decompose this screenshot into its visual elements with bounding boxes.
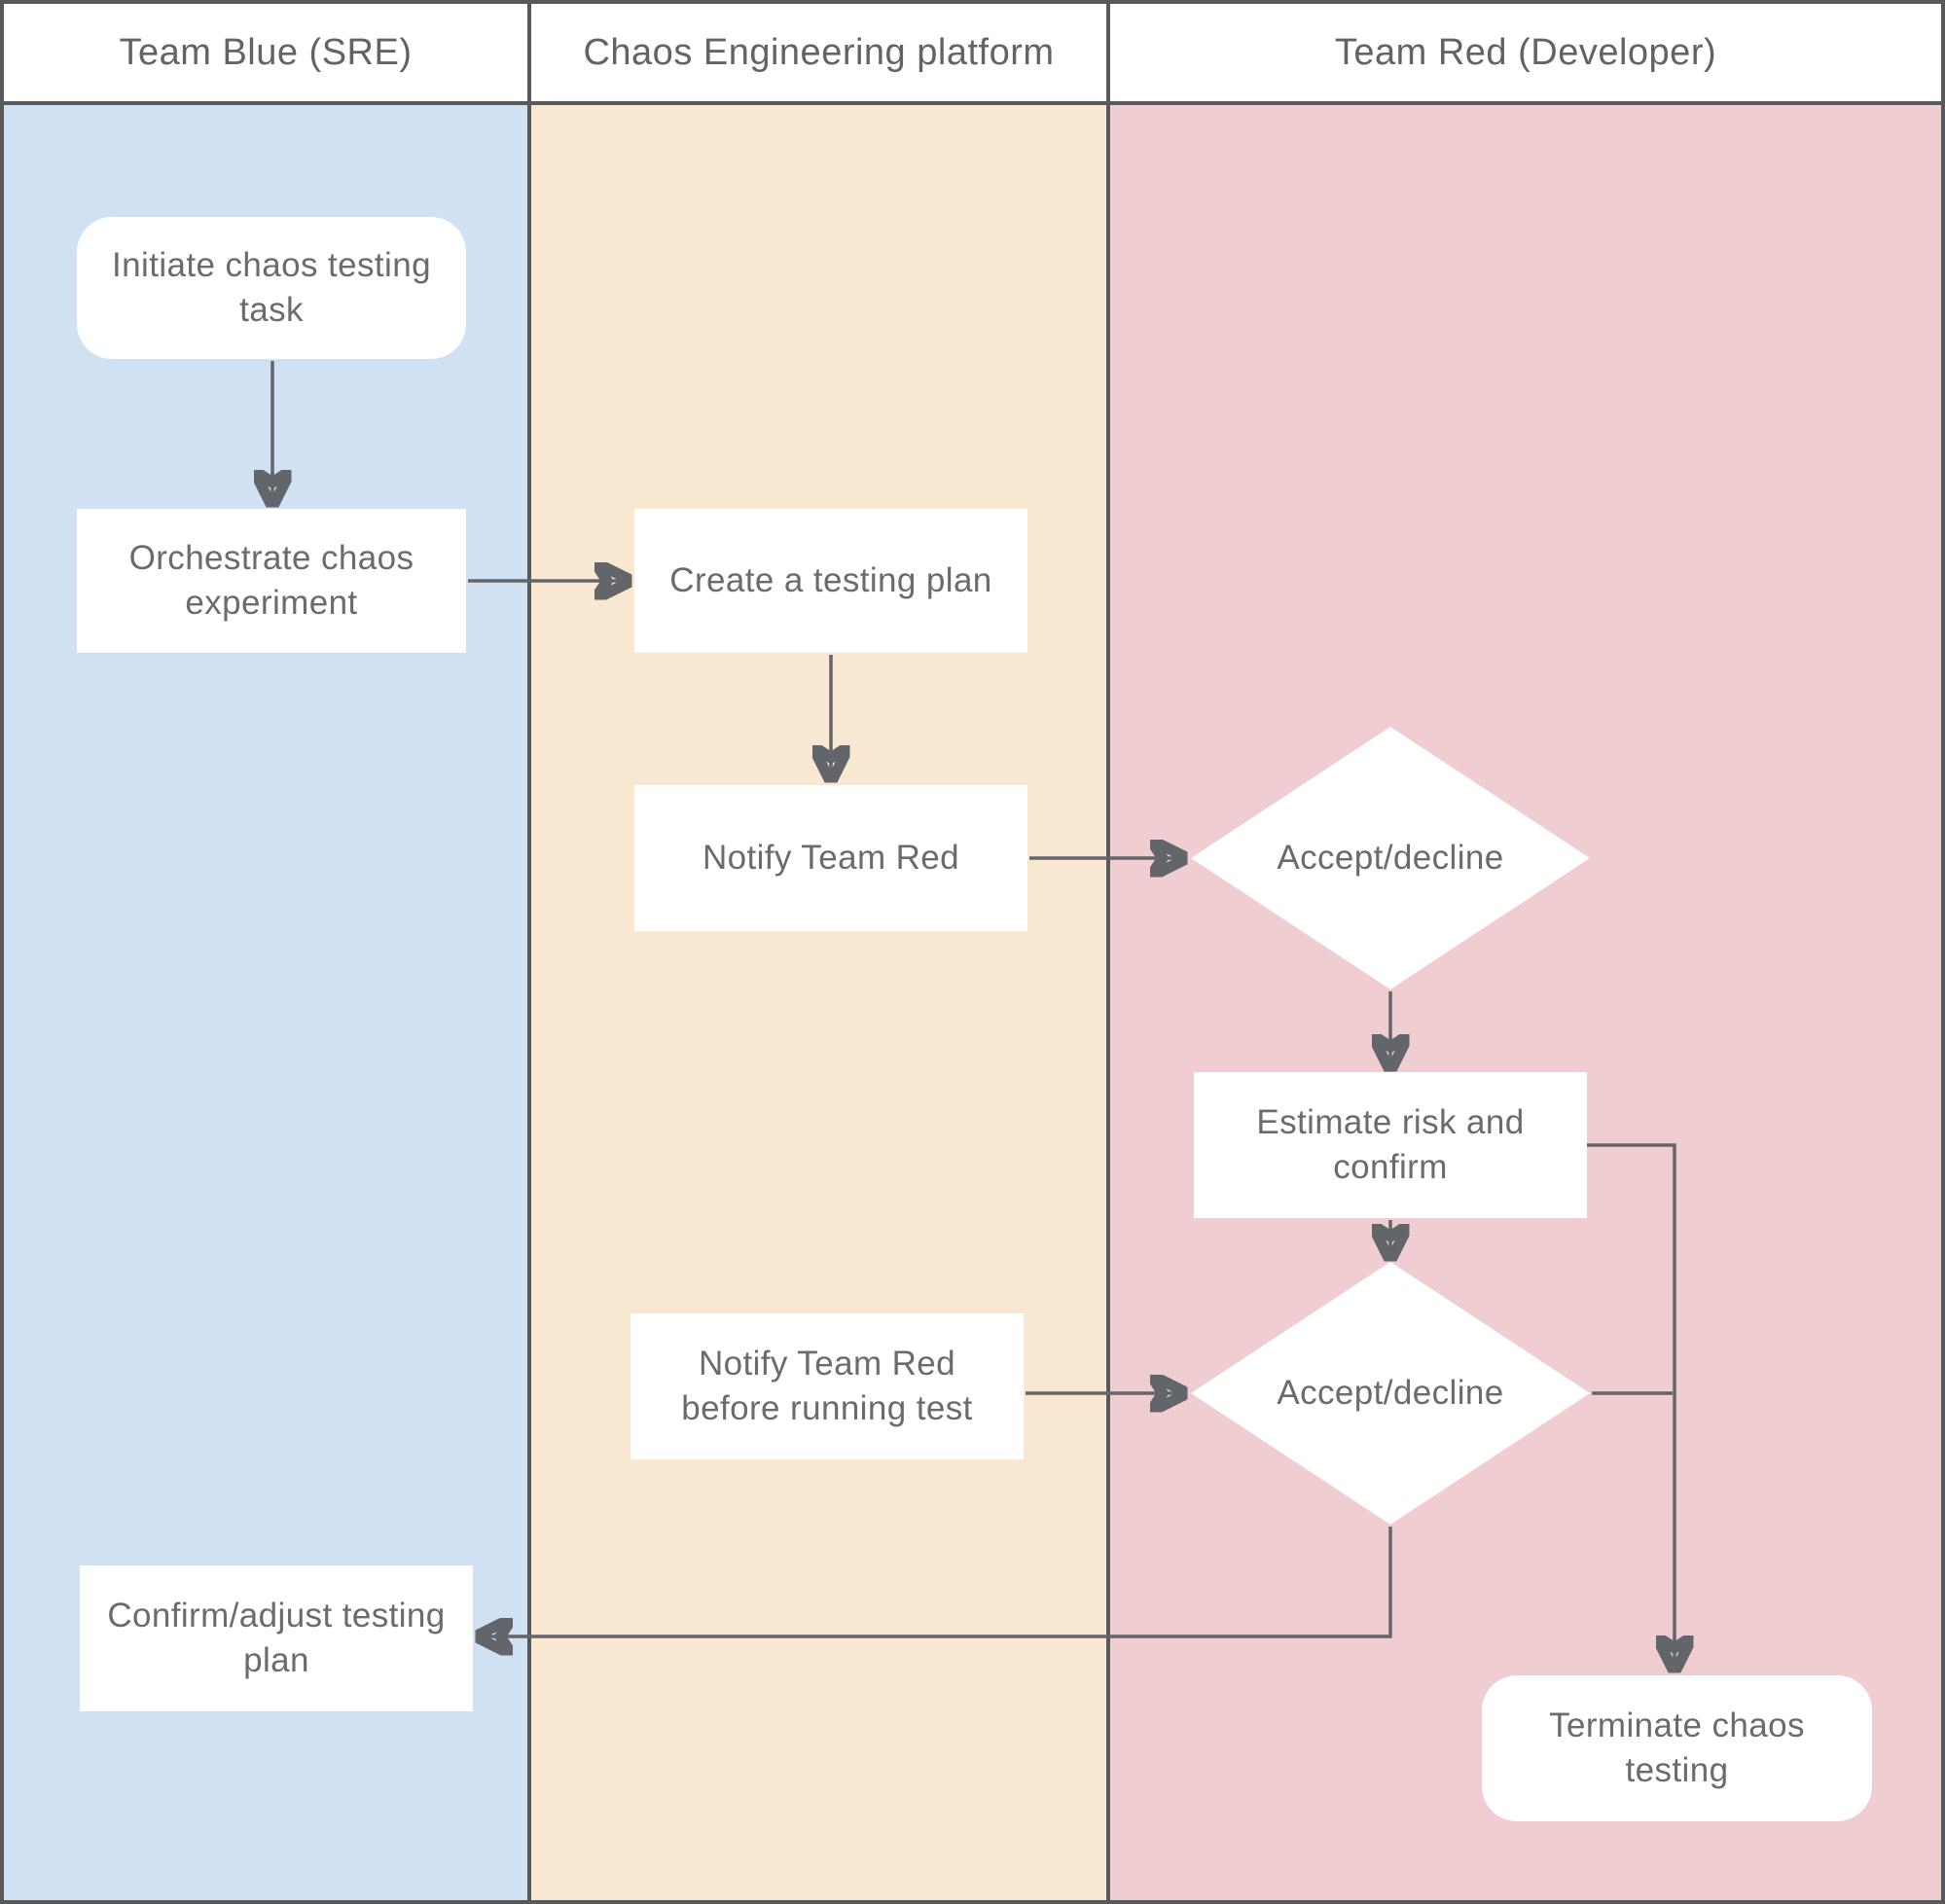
node-initiate-label: Initiate chaos testing task <box>112 245 431 329</box>
node-accept-decline-1-label: Accept/decline <box>1277 838 1504 877</box>
node-create-testing-plan: Create a testing plan <box>634 509 1027 653</box>
node-create-plan-label: Create a testing plan <box>669 560 992 599</box>
node-notify-red-label: Notify Team Red <box>702 838 960 877</box>
lane-header-team-red-label: Team Red (Developer) <box>1334 31 1717 73</box>
node-orchestrate-label: Orchestrate chaos experiment <box>128 538 414 622</box>
node-confirm-adjust-testing-plan: Confirm/adjust testing plan <box>80 1565 473 1711</box>
lane-header-team-red: Team Red (Developer) <box>1110 4 1941 105</box>
lane-header-team-blue-label: Team Blue (SRE) <box>119 31 413 73</box>
lane-header-platform-label: Chaos Engineering platform <box>583 31 1055 73</box>
node-estimate-risk-label: Estimate risk and confirm <box>1256 1102 1525 1186</box>
node-terminate-label: Terminate chaos testing <box>1549 1706 1805 1789</box>
node-accept-decline-2-label: Accept/decline <box>1277 1373 1504 1412</box>
node-terminate-chaos-testing: Terminate chaos testing <box>1482 1675 1872 1821</box>
lane-platform <box>531 105 1110 1900</box>
node-confirm-adjust-label: Confirm/adjust testing plan <box>107 1596 446 1679</box>
lane-header-platform: Chaos Engineering platform <box>531 4 1110 105</box>
node-orchestrate-chaos-experiment: Orchestrate chaos experiment <box>77 509 466 653</box>
lane-header-team-blue: Team Blue (SRE) <box>4 4 531 105</box>
lane-team-red <box>1110 105 1941 1900</box>
node-notify-team-red: Notify Team Red <box>634 785 1027 931</box>
node-initiate-chaos-testing-task: Initiate chaos testing task <box>77 217 466 359</box>
node-notify-team-red-before-running-test: Notify Team Red before running test <box>630 1313 1024 1459</box>
node-estimate-risk-and-confirm: Estimate risk and confirm <box>1194 1072 1587 1218</box>
node-notify-before-label: Notify Team Red before running test <box>681 1344 973 1427</box>
